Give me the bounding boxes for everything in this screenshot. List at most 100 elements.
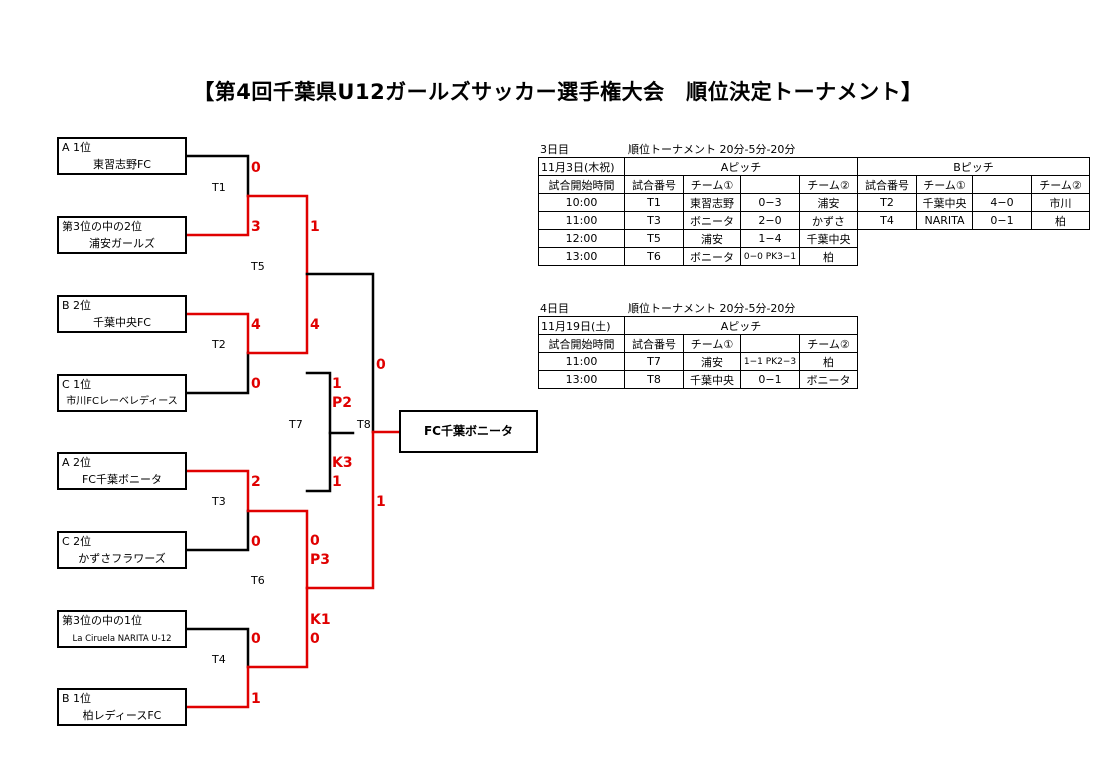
team-box: B 1位 柏レディースFC [57,688,187,726]
team-box: 第3位の中の1位 La Ciruela NARITA U-12 [57,610,187,648]
match-label-t5: T5 [251,260,265,273]
column-header [740,175,800,194]
table-cell: 0−1 [972,211,1032,230]
team-name: La Ciruela NARITA U-12 [72,634,172,644]
score: K3 [332,455,353,471]
table-cell: 11:00 [538,211,625,230]
table-cell: ボニータ [683,211,741,230]
team-seed: 第3位の中の1位 [62,614,142,627]
column-header: 試合開始時間 [538,175,625,194]
table-cell: 千葉中央 [916,193,973,212]
column-header: チーム① [683,334,741,353]
team-name: 柏レディースFC [82,709,162,722]
team-seed: A 2位 [62,456,92,469]
team-box: A 2位 FC千葉ボニータ [57,452,187,490]
table-cell: 10:00 [538,193,625,212]
table-cell: T3 [624,211,684,230]
table-cell: 2−0 [740,211,800,230]
page-title: 【第4回千葉県U12ガールズサッカー選手権大会 順位決定トーナメント】 [193,80,923,104]
score: 3 [251,219,261,235]
team-box: B 2位 千葉中央FC [57,295,187,333]
table-cell: 東習志野 [683,193,741,212]
pitch-a-header: Aピッチ [624,316,858,335]
team-seed: B 1位 [62,692,92,705]
day3-schedule-table: 11月3日(木祝) Aピッチ Bピッチ 試合開始時間 試合番号 チーム① チーム… [538,157,1090,266]
team-seed: C 2位 [62,535,92,548]
table-cell: 浦安 [683,352,741,371]
match-label-t8: T8 [357,418,371,431]
day3-desc: 順位トーナメント 20分-5分-20分 [628,143,796,156]
pitch-a-header: Aピッチ [624,157,858,176]
team-seed: A 1位 [62,141,92,154]
table-cell: 柏 [799,352,858,371]
day4-desc: 順位トーナメント 20分-5分-20分 [628,302,796,315]
table-row: 13:00 T8 千葉中央 0−1 ボニータ [538,370,858,389]
column-header: 試合番号 [624,175,684,194]
champion-box: FC千葉ボニータ [399,410,538,453]
column-header: チーム② [1031,175,1090,194]
score: 2 [251,474,261,490]
table-cell: 0−3 [740,193,800,212]
column-header: 試合番号 [624,334,684,353]
table-cell: かずさ [799,211,858,230]
table-cell: 千葉中央 [799,229,858,248]
table-cell: 11:00 [538,352,625,371]
team-name: かずさフラワーズ [78,552,166,565]
table-cell: T2 [857,193,917,212]
score: 0 [376,357,386,373]
team-name: 市川FCレーベレディース [66,396,178,407]
score: 1 [332,376,342,392]
table-cell: 12:00 [538,229,625,248]
table-row: 11:00 T7 浦安 1−1 PK2−3 柏 [538,352,858,371]
column-header: 試合番号 [857,175,917,194]
table-cell: ボニータ [683,247,741,266]
score: 0 [310,533,320,549]
match-label-t1: T1 [212,181,226,194]
match-label-t6: T6 [251,574,265,587]
table-cell: 0−0 PK3−1 [740,247,800,266]
table-cell: ボニータ [799,370,858,389]
table-cell: T5 [624,229,684,248]
team-box: A 1位 東習志野FC [57,137,187,175]
score: P3 [310,552,331,568]
column-header [740,334,800,353]
table-row: 11:00 T3 ボニータ 2−0 かずさ T4 NARITA 0−1 柏 [538,211,1090,230]
match-label-t3: T3 [212,495,226,508]
table-cell: 13:00 [538,247,625,266]
match-label-t7: T7 [289,418,303,431]
table-cell: T6 [624,247,684,266]
column-header: チーム① [683,175,741,194]
score: 0 [251,160,261,176]
team-name: 千葉中央FC [92,316,151,329]
table-cell: 市川 [1031,193,1090,212]
day4-schedule-table: 11月19日(土) Aピッチ 試合開始時間 試合番号 チーム① チーム② 11:… [538,316,858,389]
table-cell: 柏 [1031,211,1090,230]
table-row: 12:00 T5 浦安 1−4 千葉中央 [538,229,1090,248]
match-label-t4: T4 [212,653,226,666]
score: 0 [251,534,261,550]
pitch-b-header: Bピッチ [857,157,1090,176]
table-header-row: 試合開始時間 試合番号 チーム① チーム② 試合番号 チーム① チーム② [538,175,1090,194]
team-seed: B 2位 [62,299,92,312]
table-row: 13:00 T6 ボニータ 0−0 PK3−1 柏 [538,247,1090,266]
score: 1 [310,219,320,235]
table-cell: NARITA [916,211,973,230]
match-label-t2: T2 [212,338,226,351]
score: 0 [310,631,320,647]
table-cell: T8 [624,370,684,389]
score: 0 [251,631,261,647]
column-header: 試合開始時間 [538,334,625,353]
column-header: チーム② [799,175,858,194]
table-cell: 13:00 [538,370,625,389]
score: 1 [251,691,261,707]
team-seed: 第3位の中の2位 [62,220,142,233]
score: 4 [310,317,320,333]
table-row: 10:00 T1 東習志野 0−3 浦安 T2 千葉中央 4−0 市川 [538,193,1090,212]
team-box: C 2位 かずさフラワーズ [57,531,187,569]
date-cell: 11月3日(木祝) [538,157,625,176]
score: 0 [251,376,261,392]
team-name: FC千葉ボニータ [81,473,162,486]
column-header: チーム② [799,334,858,353]
score: 1 [376,494,386,510]
